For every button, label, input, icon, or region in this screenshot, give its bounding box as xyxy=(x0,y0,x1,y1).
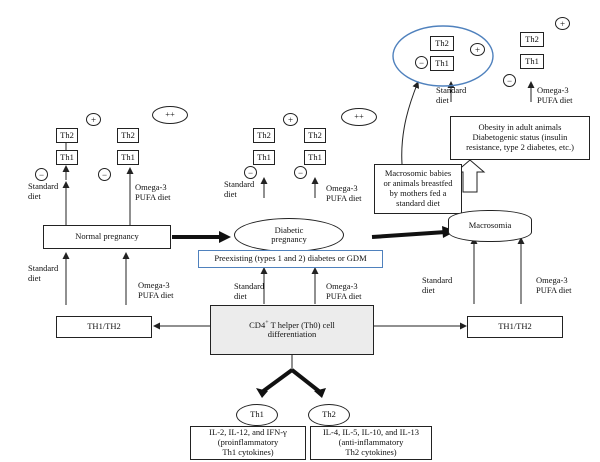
omega-diet-label: Omega-3 PUFA diet xyxy=(135,182,171,202)
th1-th2-right-box: TH1/TH2 xyxy=(467,316,563,338)
plus-symbol: + xyxy=(555,17,570,30)
omega-diet-label: Omega-3 PUFA diet xyxy=(537,85,573,105)
macrosomia-cylinder: Macrosomia xyxy=(448,210,532,242)
th2-box-left-std: Th2 xyxy=(56,128,78,143)
th1-box-right-ellipse: Th1 xyxy=(430,56,454,71)
plusplus-symbol: ++ xyxy=(341,108,377,126)
th2-box-center-std: Th2 xyxy=(253,128,275,143)
standard-diet-label: Standard diet xyxy=(28,263,59,283)
th2-cytokines-box: IL-4, IL-5, IL-10, and IL-13 (anti-infla… xyxy=(310,426,432,460)
minus-symbol: − xyxy=(244,166,257,179)
th2-ellipse: Th2 xyxy=(308,404,350,426)
th1-box-left-std: Th1 xyxy=(56,150,78,165)
minus-symbol: − xyxy=(98,168,111,181)
minus-symbol: − xyxy=(415,56,428,69)
standard-diet-label: Standard diet xyxy=(28,181,59,201)
preexisting-diabetes-box: Preexisting (types 1 and 2) diabetes or … xyxy=(198,250,383,268)
omega-diet-label: Omega-3 PUFA diet xyxy=(536,275,572,295)
plusplus-symbol: ++ xyxy=(152,106,188,124)
omega-diet-label: Omega-3 PUFA diet xyxy=(326,183,362,203)
diabetic-pregnancy-ellipse: Diabetic pregnancy xyxy=(234,218,344,252)
minus-symbol: − xyxy=(35,168,48,181)
th1-cytokines-box: IL-2, IL-12, and IFN-γ (proinflammatory … xyxy=(190,426,306,460)
standard-diet-label: Standard diet xyxy=(422,275,453,295)
plus-symbol: + xyxy=(283,113,298,126)
minus-symbol: − xyxy=(294,166,307,179)
minus-symbol: − xyxy=(503,74,516,87)
omega-diet-label: Omega-3 PUFA diet xyxy=(138,280,174,300)
standard-diet-label: Standard diet xyxy=(224,179,255,199)
th2-box-right-omega: Th2 xyxy=(520,32,544,47)
th1-box-right-omega: Th1 xyxy=(520,54,544,69)
plus-symbol: + xyxy=(86,113,101,126)
th1-th2-left-box: TH1/TH2 xyxy=(56,316,152,338)
th2-box-center-omega: Th2 xyxy=(304,128,326,143)
omega-diet-label: Omega-3 PUFA diet xyxy=(326,281,362,301)
normal-pregnancy-box: Normal pregnancy xyxy=(43,225,171,249)
macrosomic-babies-box: Macrosomic babies or animals breastfed b… xyxy=(374,164,462,214)
cd4-th0-box: CD4+ T helper (Th0) cell differentiation xyxy=(210,305,374,355)
th2-box-left-omega: Th2 xyxy=(117,128,139,143)
th1-box-center-std: Th1 xyxy=(253,150,275,165)
obesity-box: Obesity in adult animals Diabetogenic st… xyxy=(450,116,590,160)
th1-ellipse: Th1 xyxy=(236,404,278,426)
standard-diet-label: Standard diet xyxy=(436,85,467,105)
th1-box-left-omega: Th1 xyxy=(117,150,139,165)
th2-box-right-ellipse: Th2 xyxy=(430,36,454,51)
th1-box-center-omega: Th1 xyxy=(304,150,326,165)
plus-symbol: + xyxy=(470,43,485,56)
standard-diet-label: Standard diet xyxy=(234,281,265,301)
